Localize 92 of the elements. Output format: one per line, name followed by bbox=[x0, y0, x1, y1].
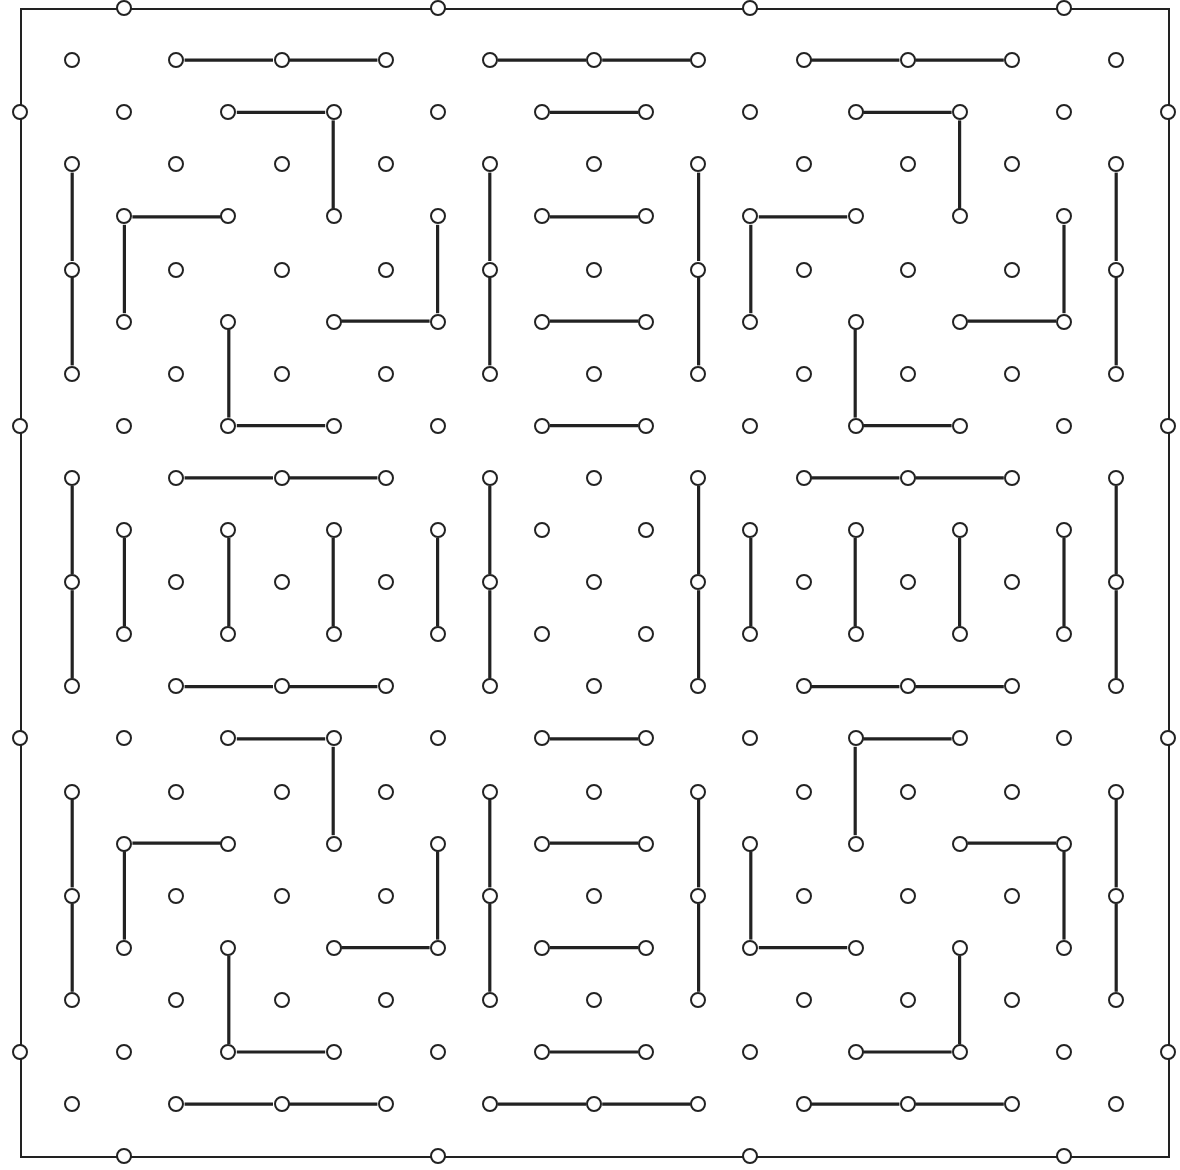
connector-line bbox=[70, 590, 74, 679]
connector-line bbox=[184, 58, 273, 62]
connector-line bbox=[915, 476, 1004, 480]
connector-line bbox=[331, 746, 335, 836]
connector-line bbox=[236, 110, 326, 114]
connector-line bbox=[863, 110, 952, 114]
connector-line bbox=[436, 851, 440, 940]
connector-line bbox=[289, 476, 378, 480]
connector-line bbox=[550, 215, 639, 219]
connector-line bbox=[436, 538, 440, 627]
connector-line bbox=[811, 685, 900, 689]
connector-line bbox=[488, 172, 492, 261]
connector-line bbox=[550, 424, 639, 428]
connector-line bbox=[1062, 538, 1066, 627]
connector-line bbox=[550, 319, 639, 323]
connector-line bbox=[853, 538, 857, 627]
connector-line bbox=[550, 737, 639, 741]
connector-line bbox=[70, 799, 74, 888]
connector-line bbox=[184, 1102, 273, 1106]
connector-line bbox=[132, 215, 221, 219]
connector-line bbox=[184, 685, 273, 689]
connector-line bbox=[915, 685, 1004, 689]
connector-line bbox=[697, 903, 701, 992]
connector-line bbox=[967, 841, 1056, 845]
connector-line bbox=[958, 955, 962, 1044]
connector-line bbox=[1114, 799, 1118, 888]
connector-line bbox=[132, 841, 221, 845]
connector-line bbox=[853, 746, 857, 836]
connector-line bbox=[1114, 172, 1118, 261]
connector-line bbox=[488, 799, 492, 888]
connector-line bbox=[227, 538, 231, 627]
connector-line bbox=[697, 590, 701, 679]
connector-line bbox=[70, 172, 74, 261]
connector-line bbox=[811, 1102, 900, 1106]
connector-line bbox=[1062, 224, 1066, 314]
connector-line bbox=[289, 58, 378, 62]
connector-line bbox=[236, 1050, 326, 1054]
connector-line bbox=[749, 538, 753, 627]
connector-line bbox=[488, 590, 492, 679]
connector-line bbox=[341, 319, 430, 323]
connector-line bbox=[958, 538, 962, 627]
connector-line bbox=[758, 946, 848, 950]
connector-line bbox=[863, 424, 952, 428]
connector-line bbox=[497, 1102, 587, 1106]
connector-line bbox=[853, 329, 857, 418]
connector-line bbox=[550, 841, 639, 845]
connector-line bbox=[550, 1050, 639, 1054]
connector-line bbox=[758, 215, 848, 219]
connector-line bbox=[488, 485, 492, 575]
connector-line bbox=[331, 538, 335, 627]
connector-line bbox=[697, 277, 701, 366]
connector-line bbox=[1114, 903, 1118, 992]
connector-line bbox=[70, 903, 74, 992]
connector-line bbox=[1114, 590, 1118, 679]
connector-line bbox=[184, 476, 273, 480]
connector-line bbox=[958, 120, 962, 209]
connector-line bbox=[749, 224, 753, 314]
connector-line bbox=[1114, 485, 1118, 575]
connector-line bbox=[436, 224, 440, 314]
connector-line bbox=[289, 685, 378, 689]
connector-line bbox=[227, 955, 231, 1044]
connector-line bbox=[341, 946, 430, 950]
connector-line bbox=[236, 424, 326, 428]
connector-line bbox=[488, 277, 492, 366]
connector-line bbox=[863, 737, 952, 741]
connector-line bbox=[915, 1102, 1004, 1106]
connector-line bbox=[122, 224, 126, 314]
connector-line bbox=[488, 903, 492, 992]
connector-line bbox=[289, 1102, 378, 1106]
connector-line bbox=[697, 172, 701, 261]
connector-line bbox=[915, 58, 1004, 62]
connector-line bbox=[550, 946, 639, 950]
connector-line bbox=[70, 485, 74, 575]
connector-line bbox=[811, 476, 900, 480]
connector-line bbox=[1062, 851, 1066, 940]
connector-line bbox=[497, 58, 587, 62]
connector-line bbox=[697, 799, 701, 888]
connector-line bbox=[697, 485, 701, 575]
connector-line bbox=[1114, 277, 1118, 366]
connector-line bbox=[749, 851, 753, 940]
connector-line bbox=[227, 329, 231, 418]
connector-line bbox=[967, 319, 1056, 323]
connector-line bbox=[602, 1102, 691, 1106]
connector-line bbox=[236, 737, 326, 741]
connector-line bbox=[863, 1050, 952, 1054]
connector-line bbox=[70, 277, 74, 366]
connector-line bbox=[602, 58, 691, 62]
connector-line bbox=[122, 851, 126, 940]
connector-line bbox=[331, 120, 335, 209]
connector-line bbox=[550, 110, 639, 114]
connector-line bbox=[122, 538, 126, 627]
connector-line bbox=[811, 58, 900, 62]
